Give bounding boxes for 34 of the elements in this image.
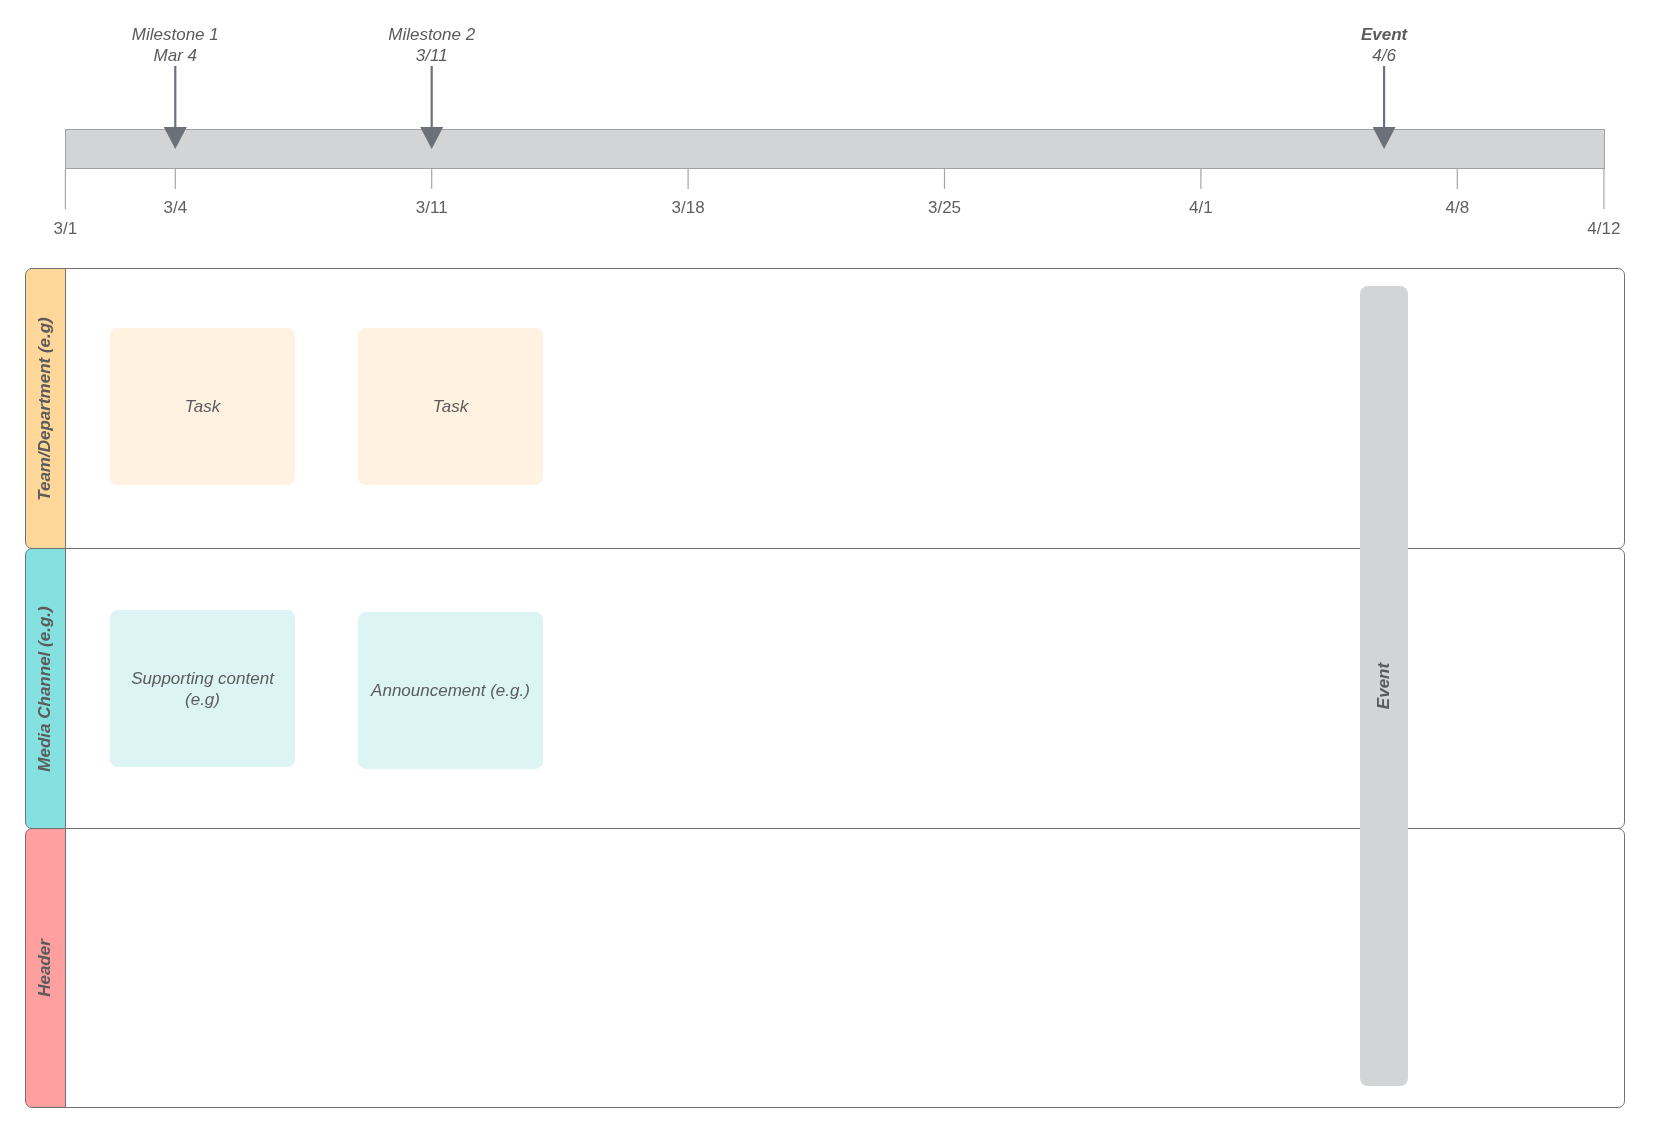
event-date: 4/6	[1371, 45, 1397, 66]
date-label: 3/1	[53, 219, 78, 239]
arrow	[163, 66, 187, 149]
task-card	[110, 328, 295, 485]
date-label: 4/1	[1189, 198, 1213, 218]
swimlane	[25, 548, 1625, 829]
timeline-bar	[65, 129, 1605, 169]
event-label: Event	[1360, 24, 1408, 45]
swimlane	[25, 268, 1625, 549]
arrow	[420, 66, 444, 149]
lane-title: Media Channel (e.g.)	[35, 605, 55, 772]
event-label: Event	[1374, 662, 1394, 710]
date-label: 4/8	[1445, 198, 1470, 218]
date-label: 3/4	[163, 198, 188, 218]
lane-title: Header	[35, 939, 55, 997]
date-label: 3/11	[415, 198, 448, 218]
task-card	[358, 328, 543, 485]
milestone-date: Mar 4	[152, 45, 198, 66]
task-label: Task	[432, 396, 469, 417]
arrow	[1372, 66, 1396, 149]
task-label: Task	[184, 396, 221, 417]
milestone-label: Milestone 1	[131, 24, 219, 45]
task-card	[110, 610, 295, 767]
milestone-date: 3/11	[414, 45, 449, 66]
swimlane	[25, 828, 1625, 1108]
task-label: Supporting content (e.g)	[130, 667, 276, 710]
lane-title: Team/Department (e.g)	[35, 316, 55, 501]
milestone-label: Milestone 2	[388, 24, 476, 45]
date-label: 3/18	[671, 198, 705, 218]
date-label: 3/25	[927, 198, 962, 218]
event-bar	[1360, 286, 1408, 1086]
date-label: 4/12	[1587, 219, 1621, 239]
task-card	[358, 612, 543, 769]
task-label: Announcement (e.g.)	[371, 680, 530, 701]
